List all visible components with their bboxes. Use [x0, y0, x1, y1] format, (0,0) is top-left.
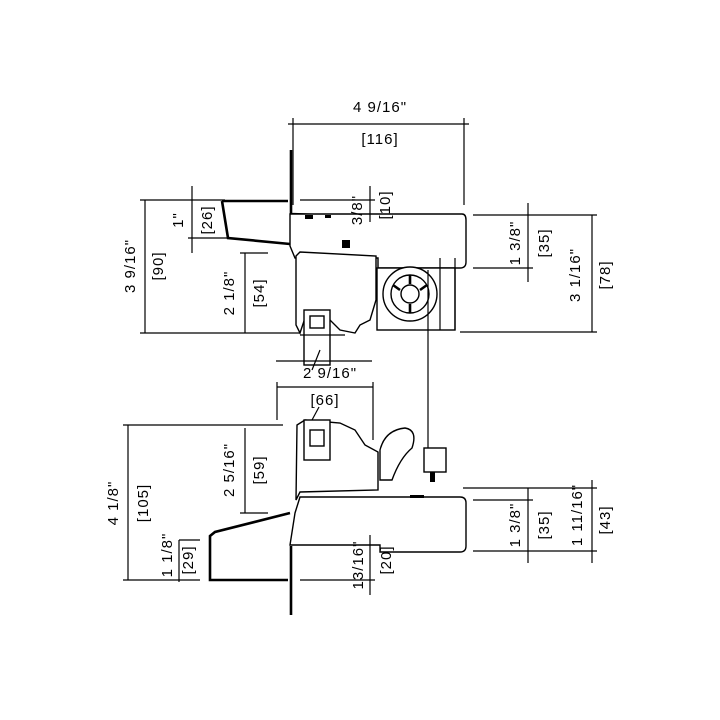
top-stop-mm: [26]	[199, 205, 216, 234]
glass-in: 2 9/16"	[303, 365, 357, 382]
overall-width-mm: [116]	[361, 131, 398, 148]
top-left-dimensions: 3 9/16" [90] 1" [26] 2 1/8" [54] 3/8" [1…	[122, 186, 394, 334]
bottom-right-total-in: 1 11/16"	[569, 484, 586, 546]
bottom-door-leaf	[295, 419, 379, 522]
top-right-total-mm: [78]	[597, 260, 614, 289]
bottom-offset-in: 13/16"	[350, 541, 367, 590]
glass-dimension: 2 9/16" [66]	[276, 349, 374, 440]
top-stop-in: 1"	[170, 212, 187, 228]
bottom-right-in: 1 3/8"	[507, 503, 524, 548]
bottom-stop-mm: [29]	[180, 545, 197, 574]
bottom-height-mm: [105]	[135, 484, 152, 522]
bottom-left-dimensions: 4 1/8" [105] 2 5/16" [59] 1 1/8" [29] 13…	[105, 424, 395, 595]
bottom-stop-in: 1 1/8"	[159, 533, 176, 578]
top-door-leaf	[295, 251, 377, 366]
bottom-right-total-mm: [43]	[597, 505, 614, 534]
top-right-in: 1 3/8"	[507, 221, 524, 266]
top-door-mm: [54]	[251, 278, 268, 307]
overall-width-in: 4 9/16"	[353, 99, 407, 116]
top-offset-in: 3/8"	[349, 195, 366, 225]
door-handle	[379, 427, 447, 482]
top-right-dimensions: 1 3/8" [35] 3 1/16" [78]	[460, 203, 614, 333]
top-height-in: 3 9/16"	[122, 239, 139, 293]
glass-mm: [66]	[310, 392, 339, 409]
bottom-height-in: 4 1/8"	[105, 481, 122, 526]
bottom-frame-profile	[208, 495, 467, 615]
bottom-right-mm: [35]	[536, 510, 553, 539]
top-hinge	[376, 258, 456, 331]
top-frame-profile	[220, 150, 467, 269]
bottom-offset-mm: [20]	[378, 545, 395, 574]
top-offset-mm: [10]	[377, 190, 394, 219]
bottom-right-dimensions: 1 3/8" [35] 1 11/16" [43]	[463, 480, 614, 563]
bottom-door-mm: [59]	[251, 455, 268, 484]
overall-width-dimension: 4 9/16" [116]	[288, 99, 469, 205]
top-right-mm: [35]	[536, 228, 553, 257]
top-right-total-in: 3 1/16"	[567, 248, 584, 302]
top-height-mm: [90]	[150, 251, 167, 280]
bottom-door-in: 2 5/16"	[221, 443, 238, 497]
top-door-in: 2 1/8"	[221, 271, 238, 316]
